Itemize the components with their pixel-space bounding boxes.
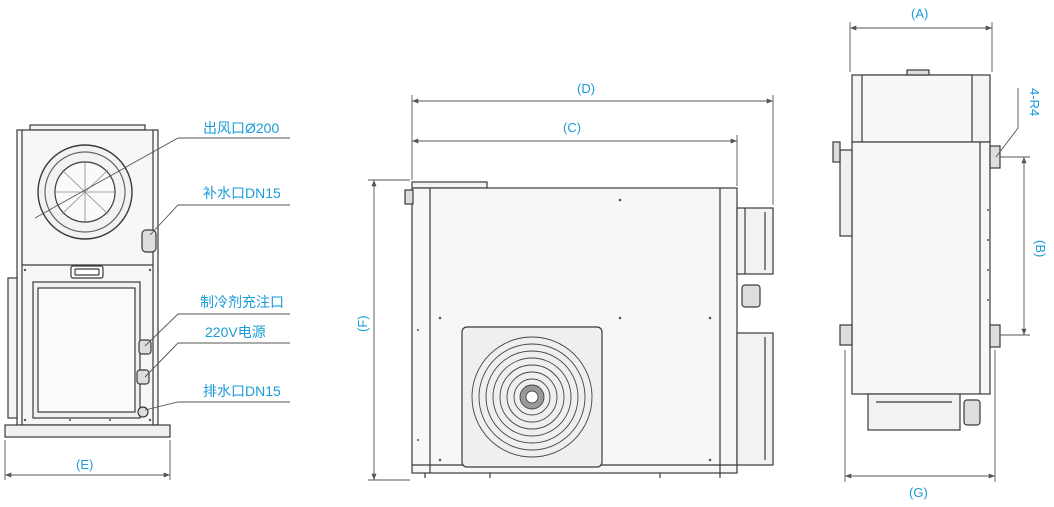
fan-grille [471,336,593,458]
dimension-c-label: (C) [563,120,581,135]
dimension-f [368,179,410,481]
side-view [404,181,774,478]
power-label: 220V电源 [205,324,266,340]
dimension-g-label: (G) [909,485,928,500]
radius-leader [995,88,1019,158]
dimension-b-label: (B) [1033,240,1048,257]
refrigerant-port-label: 制冷剂充注口 [200,294,284,310]
back-view [832,69,1001,431]
water-inlet-label: 补水口DN15 [203,185,281,201]
dimension-g [844,350,996,482]
dimension-e-label: (E) [76,457,93,472]
dimension-a-label: (A) [911,6,928,21]
dimension-c [412,135,738,186]
air-outlet-label: 出风口Ø200 [203,120,279,136]
front-view [4,124,171,438]
dimension-d-label: (D) [577,81,595,96]
dimension-b [1000,156,1030,336]
dimension-f-label: (F) [355,315,370,332]
callout-leaders [34,137,290,411]
air-outlet-fan [37,144,133,240]
drain-label: 排水口DN15 [203,383,281,399]
dimension-a [849,22,993,72]
radius-label: 4-R4 [1027,88,1042,116]
dimension-e [4,440,171,480]
dimension-d [411,95,774,205]
